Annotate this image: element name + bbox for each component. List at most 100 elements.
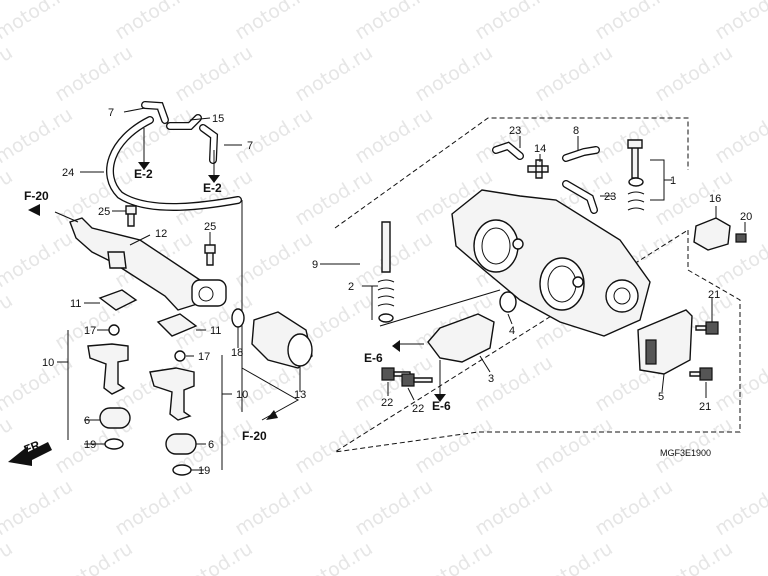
bolt-21-bottom: [699, 367, 713, 381]
watermark-text: motod.ru: [0, 227, 77, 292]
fuel-rail: [69, 217, 211, 311]
watermark-text: motod.ru: [171, 41, 257, 106]
callout-8: 8: [573, 125, 579, 137]
callout-18: 18: [231, 347, 243, 359]
callout-10: 10: [42, 357, 54, 369]
watermark-text: motod.ru: [0, 0, 77, 44]
ref-e6-right: E-6: [432, 399, 451, 413]
o-ring-17-right: [174, 350, 186, 362]
callout-22: 22: [412, 403, 424, 415]
watermark-text: motod.ru: [651, 413, 737, 478]
callout-21: 21: [699, 401, 711, 413]
bolt-21-top: [705, 321, 719, 335]
bolt-25-mid: [204, 244, 216, 266]
callout-2: 2: [348, 281, 354, 293]
callout-22: 22: [381, 397, 393, 409]
callout-24: 24: [62, 167, 74, 179]
watermark-text: motod.ru: [351, 0, 437, 44]
watermark-text: motod.ru: [291, 537, 377, 576]
callout-11: 11: [70, 298, 81, 310]
callout-23: 23: [509, 125, 521, 137]
watermark-text: motod.ru: [0, 289, 17, 354]
callout-19: 19: [84, 439, 96, 451]
watermark-text: motod.ru: [231, 227, 317, 292]
watermark-text: motod.ru: [651, 41, 737, 106]
callout-21: 21: [708, 289, 720, 301]
front-direction-arrow: [8, 442, 52, 466]
watermark-text: motod.ru: [711, 351, 768, 416]
sensor-16: [693, 217, 731, 251]
seal-6-left: [99, 407, 131, 429]
callout-6: 6: [208, 439, 214, 451]
callout-25: 25: [204, 221, 216, 233]
bolt-22-left: [381, 367, 395, 381]
watermark-text: motod.ru: [231, 0, 317, 44]
throttle-bore-right: [539, 257, 585, 311]
throttle-pulley: [605, 279, 639, 313]
screw-2: [381, 221, 391, 273]
clip-11-right: [156, 313, 198, 337]
watermark-text: motod.ru: [411, 41, 497, 106]
callout-7: 7: [108, 107, 114, 119]
callout-14: 14: [534, 143, 546, 155]
callout-13: 13: [294, 389, 306, 401]
watermark-text: motod.ru: [0, 351, 77, 416]
watermark-text: motod.ru: [531, 413, 617, 478]
watermark-text: motod.ru: [291, 41, 377, 106]
watermark-text: motod.ru: [111, 475, 197, 540]
callout-6: 6: [84, 415, 90, 427]
watermark-text: motod.ru: [231, 475, 317, 540]
watermark-text: motod.ru: [471, 0, 557, 44]
callout-19: 19: [198, 465, 210, 477]
assembly-boundary: [334, 117, 689, 229]
ref-e6-left: E-6: [364, 351, 383, 365]
watermark-text: motod.ru: [711, 475, 768, 540]
spring-2: [377, 279, 395, 307]
watermark-text: motod.ru: [591, 475, 677, 540]
o-ring-4: [499, 291, 517, 313]
seal-6-right: [165, 433, 197, 455]
watermark-text: motod.ru: [591, 0, 677, 44]
callout-25: 25: [98, 206, 110, 218]
screw-1: [627, 139, 643, 179]
watermark-text: motod.ru: [111, 0, 197, 44]
ref-e2-right: E-2: [203, 181, 222, 195]
arrow-e6-left: [392, 340, 400, 352]
rail-end-cap: [191, 279, 227, 307]
callout-9: 9: [312, 259, 318, 271]
watermark-text: motod.ru: [411, 537, 497, 576]
watermark-text: motod.ru: [351, 227, 437, 292]
seal-18: [231, 308, 245, 328]
watermark-text: motod.ru: [0, 475, 77, 540]
watermark-text: motod.ru: [651, 537, 737, 576]
callout-10: 10: [236, 389, 248, 401]
callout-12: 12: [155, 228, 167, 240]
callout-4: 4: [509, 325, 515, 337]
callout-5: 5: [658, 391, 664, 403]
assembly-boundary-lower: [334, 229, 741, 453]
arrow-f20-bottom: [266, 410, 278, 420]
bolt-22-right: [401, 373, 415, 387]
clip-11-left: [98, 289, 138, 311]
callout-20: 20: [740, 211, 752, 223]
callout-17: 17: [198, 351, 210, 363]
watermark-text: motod.ru: [0, 413, 17, 478]
watermark-text: motod.ru: [171, 537, 257, 576]
joint-14: [527, 159, 549, 179]
ref-f20-bottom: F-20: [242, 429, 267, 443]
o-ring-19-right: [172, 464, 192, 476]
callout-3: 3: [488, 373, 494, 385]
watermark-text: motod.ru: [291, 413, 377, 478]
injector-10-right: [149, 367, 195, 421]
watermark-text: motod.ru: [471, 475, 557, 540]
callout-17: 17: [84, 325, 96, 337]
callout-1: 1: [670, 175, 676, 187]
watermark-text: motod.ru: [411, 413, 497, 478]
screw-20: [735, 233, 747, 243]
bolt-25-top: [125, 205, 137, 227]
watermark-text: motod.ru: [531, 537, 617, 576]
callout-7: 7: [247, 140, 253, 152]
callout-16: 16: [709, 193, 721, 205]
